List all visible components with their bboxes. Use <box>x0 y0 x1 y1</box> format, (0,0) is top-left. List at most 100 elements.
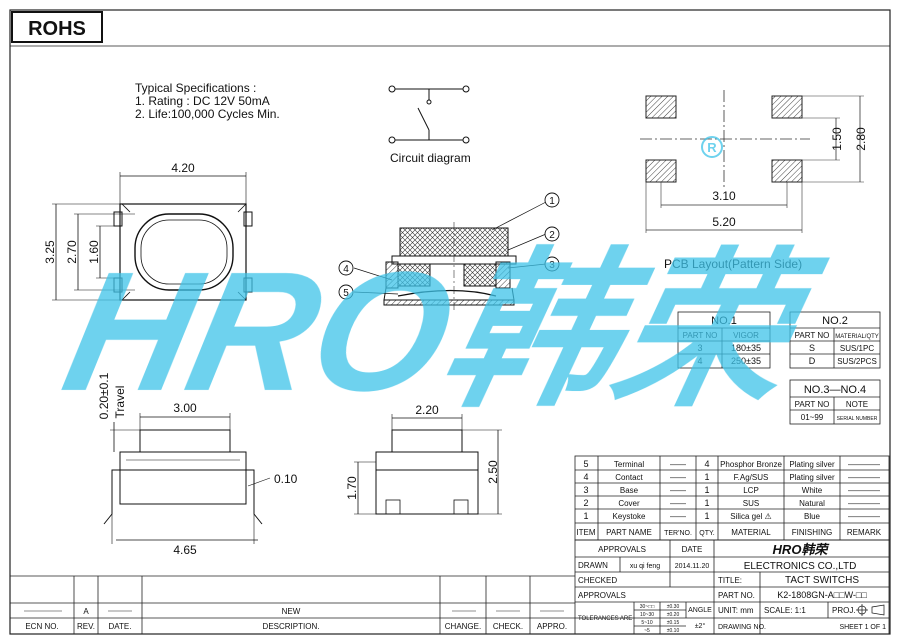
tb-part-no: K2-1808GN-A□□W-□□ <box>777 590 867 600</box>
tb-checked: CHECKED <box>578 576 617 585</box>
title-block <box>574 539 890 635</box>
bom-qty-5: 4 <box>704 459 709 469</box>
bom-qty-2: 1 <box>704 498 709 508</box>
callout-3: 3 <box>549 260 555 271</box>
bom-item-4: 4 <box>583 472 588 482</box>
callout-5: 5 <box>343 288 349 299</box>
circuit-caption: Circuit diagram <box>390 151 471 165</box>
bom-name-5: Terminal <box>614 460 644 469</box>
bom-header-name: PART NAME <box>606 528 652 537</box>
specs-line2: 2. Life:100,000 Cycles Min. <box>135 107 280 121</box>
tb-drawn-by: xu qi feng <box>630 563 660 570</box>
dim-end-2-50: 2.50 <box>486 460 500 484</box>
rev-header-check: CHECK. <box>493 622 523 631</box>
no2-row2-material: SUS/2PCS <box>837 357 877 366</box>
top-view <box>52 172 253 301</box>
dim-side-travel: 0.20±0.1 <box>97 372 111 419</box>
side-view <box>103 413 271 544</box>
bom-finish-2: Natural <box>799 499 825 508</box>
tb-title-label: TITLE: <box>718 576 742 585</box>
bom-header-ter: TER'NO. <box>664 530 692 537</box>
bom-item-5: 5 <box>583 459 588 469</box>
dim-top-1-60: 1.60 <box>87 240 101 264</box>
bom-qty-1: 1 <box>704 511 709 521</box>
pcb-caption: PCB Layout(Pattern Side) <box>664 257 802 271</box>
tb-tol-val-4: ±0.10 <box>667 628 680 634</box>
tb-tol-val-3: ±0.15 <box>667 620 680 626</box>
no34-title: NO.3—NO.4 <box>804 384 866 396</box>
circuit-diagram <box>388 85 470 144</box>
bom-name-1: Keystoke <box>613 512 646 521</box>
bom-header-qty: QTY. <box>699 530 714 537</box>
tb-part-label: PART NO. <box>718 591 755 600</box>
tb-logo: HRO韩荣 <box>773 542 831 557</box>
bom-ter-2: —— <box>670 499 686 508</box>
tb-tol-val-1: ±0.30 <box>667 604 680 610</box>
sheet-border <box>9 9 891 635</box>
callout-2: 2 <box>549 230 555 241</box>
tb-title: TACT SWITCHS <box>785 575 859 586</box>
rohs-badge: ROHS <box>28 18 86 40</box>
bom-material-2: SUS <box>743 499 759 508</box>
dim-pcb-1-50: 1.50 <box>830 127 844 151</box>
dim-side-travel-label: Travel <box>113 386 127 419</box>
bom-name-2: Cover <box>618 499 640 508</box>
specs-line1: 1. Rating : DC 12V 50mA <box>135 94 270 108</box>
pcb-layout <box>640 90 864 233</box>
dim-pcb-3-10: 3.10 <box>712 189 736 203</box>
no1-title: NO.1 <box>711 315 737 327</box>
bom-ter-4: —— <box>670 473 686 482</box>
dim-top-3-25: 3.25 <box>43 240 57 264</box>
callout-1: 1 <box>549 196 555 207</box>
svg-text:R: R <box>707 140 717 155</box>
bom-material-3: LCP <box>743 486 759 495</box>
no2-header-part: PART NO <box>795 331 830 340</box>
dim-pcb-2-80: 2.80 <box>854 127 868 151</box>
projection-icon <box>856 604 885 616</box>
table-no34 <box>789 379 881 425</box>
bom-remark-2: ———— <box>848 499 880 508</box>
tb-proj: PROJ. <box>832 606 856 615</box>
rohs-badge-box <box>11 11 103 43</box>
dim-side-4-65: 4.65 <box>173 543 197 557</box>
bom-header-finishing: FINISHING <box>792 528 832 537</box>
bom-finish-5: Plating silver <box>789 460 835 469</box>
tb-drawn-date: 2014.11.20 <box>675 563 710 570</box>
no34-row1-note: SERIAL NUMBER <box>837 416 878 422</box>
bom-remark-1: ———— <box>848 512 880 521</box>
tb-tol-range-1: 30~□□ <box>640 604 655 610</box>
rev-header-change: CHANGE. <box>445 622 481 631</box>
tb-tolerances: TOLERANCES ARE <box>578 616 632 622</box>
tb-unit: UNIT: mm <box>718 606 754 615</box>
tb-drawing-no: DRAWING NO. <box>718 624 766 631</box>
callout-4: 4 <box>343 264 349 275</box>
table-no2 <box>789 311 881 369</box>
bom-ter-5: —— <box>670 460 686 469</box>
title-block-text: APPROVALS DATE DRAWN xu qi feng 2014.11.… <box>578 542 886 634</box>
bom-name-3: Base <box>620 486 639 495</box>
dim-top-2-70: 2.70 <box>65 240 79 264</box>
rev-letter: A <box>83 607 89 616</box>
bom-remark-3: ———— <box>848 486 880 495</box>
bom-qty-3: 1 <box>704 485 709 495</box>
specs-heading: Typical Specifications : <box>135 81 256 95</box>
no2-row2-part: D <box>809 356 816 366</box>
dim-side-0-10: 0.10 <box>274 472 298 486</box>
tb-angle: ANGLE <box>688 607 712 614</box>
tb-date: DATE <box>682 545 703 554</box>
tb-drawn: DRAWN <box>578 561 608 570</box>
dim-end-2-20: 2.20 <box>415 403 439 417</box>
no34-header-part: PART NO <box>795 400 830 409</box>
bom-name-4: Contact <box>615 473 643 482</box>
tb-angle-val: ±2° <box>695 622 706 630</box>
bom-item-3: 3 <box>583 485 588 495</box>
tb-tol-range-2: 10~30 <box>640 612 654 618</box>
tb-company: ELECTRONICS CO.,LTD <box>744 561 857 572</box>
no1-row2-vigor: 250±35 <box>731 356 761 366</box>
rev-header-ecn: ECN NO. <box>25 622 58 631</box>
bom-ter-1: —— <box>670 512 686 521</box>
rev-desc: NEW <box>282 607 301 616</box>
tb-sheet: SHEET 1 OF 1 <box>839 624 886 631</box>
bom-material-1: Silica gel ⚠ <box>730 512 771 521</box>
